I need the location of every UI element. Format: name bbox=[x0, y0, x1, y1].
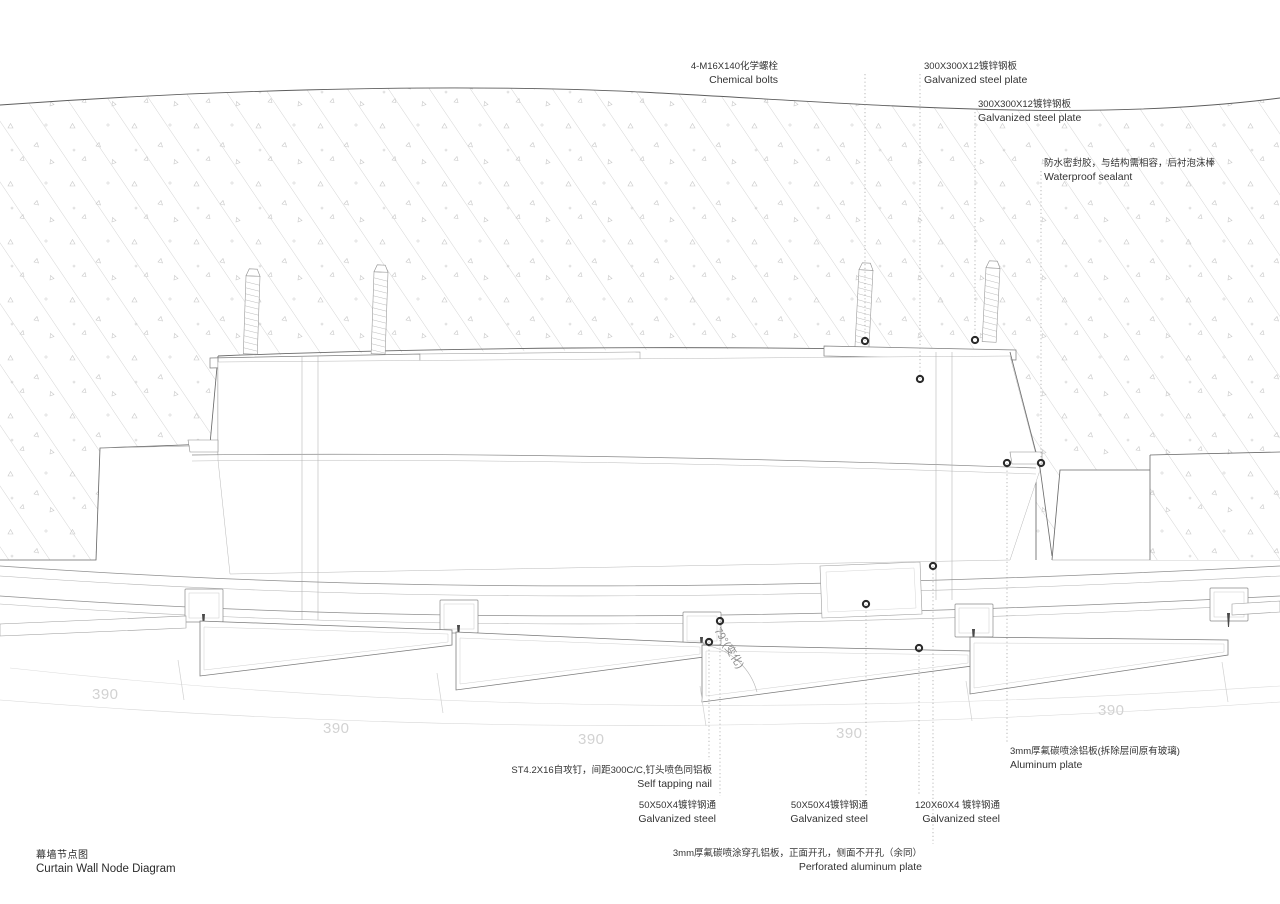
dimension-value: 390 bbox=[836, 725, 863, 742]
lower-framing-assembly bbox=[0, 561, 1280, 726]
leader-dot-chemical-bolts bbox=[860, 336, 870, 346]
concrete-nib-right bbox=[1149, 451, 1280, 560]
dimension-value: 390 bbox=[578, 731, 605, 748]
dimension-value: 390 bbox=[1098, 702, 1125, 719]
title-cn: 幕墙节点图 bbox=[36, 850, 89, 861]
dimension-chain bbox=[9, 659, 1280, 727]
leader-dot-aluminum-plate bbox=[1002, 458, 1012, 468]
leader-dot-galvanized-steel-50x50-a bbox=[715, 616, 725, 626]
title-block: 幕墙节点图 Curtain Wall Node Diagram bbox=[36, 846, 176, 875]
leader-dot-galvanized-steel-120x60 bbox=[914, 643, 924, 653]
title-en: Curtain Wall Node Diagram bbox=[36, 863, 176, 875]
angle-dimension-arc bbox=[708, 645, 758, 693]
leader-dot-perforated-aluminum-plate bbox=[928, 561, 938, 571]
leader-dot-galvanized-steel-plate-2 bbox=[970, 335, 980, 345]
leader-dot-galvanized-steel-50x50-b bbox=[861, 599, 871, 609]
dimension-value: 390 bbox=[92, 686, 119, 703]
leader-dot-waterproof-sealant bbox=[1036, 458, 1046, 468]
leader-dot-galvanized-steel-plate-1 bbox=[915, 374, 925, 384]
dimension-value: 390 bbox=[323, 720, 350, 737]
aluminum-panel-face bbox=[99, 351, 1053, 620]
leader-dot-self-tapping-nail bbox=[704, 637, 714, 647]
leader-lines bbox=[704, 74, 1046, 844]
